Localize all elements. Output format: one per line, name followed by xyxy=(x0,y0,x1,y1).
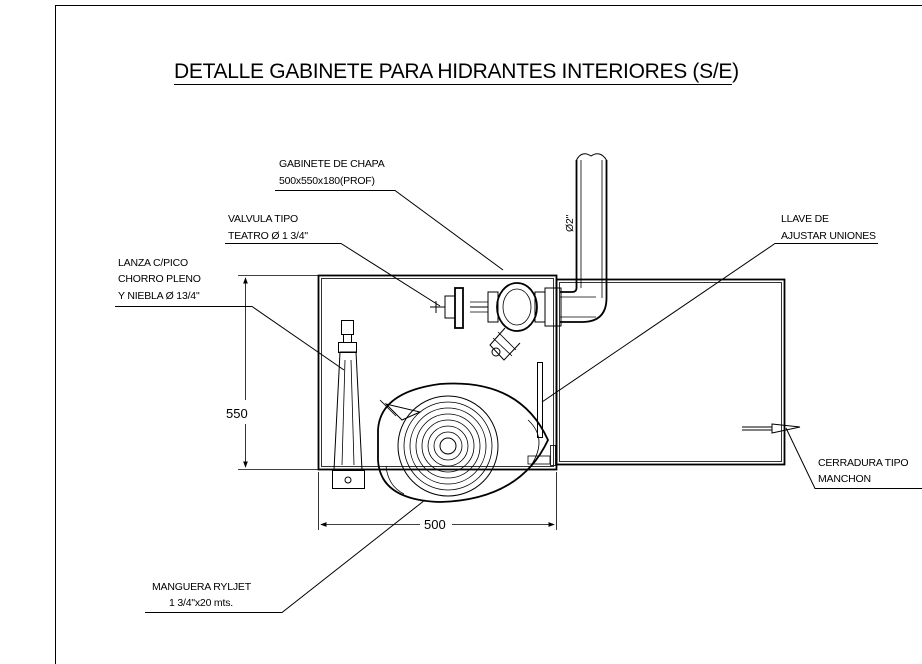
width-dimension-value: 500 xyxy=(424,517,446,532)
leader-cerradura xyxy=(785,427,922,489)
leader-valvula xyxy=(225,243,441,307)
hose-reel-icon xyxy=(377,382,551,503)
leader-manguera xyxy=(145,499,426,613)
leader-gabinete xyxy=(275,190,504,271)
label-lanza-line2: CHORRO PLENO xyxy=(118,273,201,285)
width-dimension xyxy=(318,472,557,530)
drawing-frame xyxy=(55,5,922,664)
label-valvula-line1: VALVULA TIPO xyxy=(228,213,298,225)
cabinet-door-inner xyxy=(559,282,782,462)
pipe-diameter-label: Ø2" xyxy=(564,214,576,232)
leader-llave xyxy=(541,243,878,403)
nozzle-icon xyxy=(332,320,365,489)
label-llave-line2: AJUSTAR UNIONES xyxy=(781,230,876,242)
cabinet-door xyxy=(555,278,786,466)
label-manguera-line2: 1 3/4"x20 mts. xyxy=(169,597,233,609)
label-gabinete-line1: GABINETE DE CHAPA xyxy=(279,158,385,170)
label-manguera-line1: MANGUERA RYLJET xyxy=(152,581,252,593)
wrench-icon xyxy=(537,362,543,438)
label-lanza-line1: LANZA C/PICO xyxy=(118,257,188,269)
riser-pipe xyxy=(560,153,608,323)
label-cerradura-line1: CERRADURA TIPO xyxy=(818,457,908,469)
label-gabinete-line2: 500x550x180(PROF) xyxy=(279,175,375,187)
label-valvula-line2: TEATRO Ø 1 3/4" xyxy=(228,230,308,242)
label-llave-line1: LLAVE DE xyxy=(781,213,829,225)
lock-icon xyxy=(742,423,801,434)
label-lanza-line3: Y NIEBLA Ø 13/4" xyxy=(118,290,200,302)
valve-icon xyxy=(430,282,562,361)
hinge-bottom xyxy=(550,445,556,466)
label-cerradura-line2: MANCHON xyxy=(818,473,871,485)
drawing-title: DETALLE GABINETE PARA HIDRANTES INTERIOR… xyxy=(174,60,739,83)
cabinet-inner xyxy=(321,278,554,467)
leader-lanza xyxy=(115,306,345,371)
height-dimension-value: 550 xyxy=(226,406,248,421)
height-dimension xyxy=(238,275,318,470)
